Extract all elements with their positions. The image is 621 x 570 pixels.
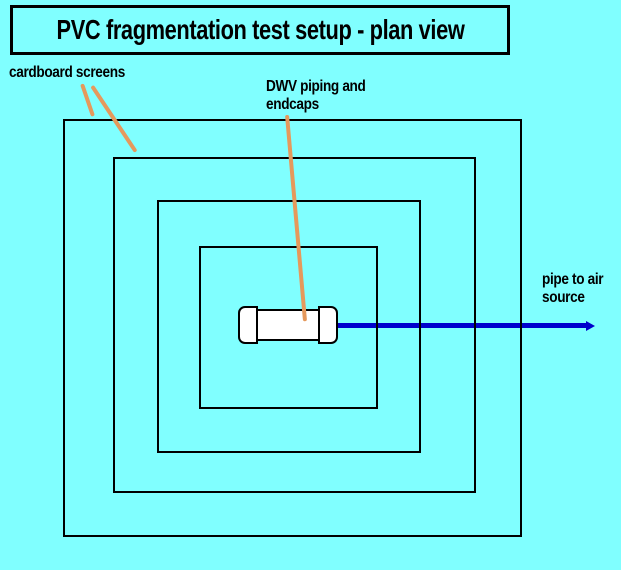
- air-source-label: pipe to air source: [542, 271, 614, 307]
- dwv-pipe-body: [255, 309, 322, 341]
- cardboard-screen-second: [113, 157, 476, 493]
- cardboard-screen-outer: [63, 119, 522, 537]
- dwv-piping-label-line2: endcaps: [266, 96, 319, 113]
- dwv-pipe-right-endcap: [318, 306, 338, 344]
- cardboard-screen-inner: [199, 246, 378, 409]
- air-supply-line-tip: [586, 320, 595, 331]
- air-source-label-line2: source: [542, 289, 585, 306]
- dwv-piping-label-line1: DWV piping and: [266, 78, 366, 95]
- cardboard-screen-third: [157, 200, 421, 453]
- page-title: PVC fragmentation test setup - plan view: [56, 14, 464, 45]
- dwv-piping-label: DWV piping and endcaps: [266, 78, 383, 114]
- title-box: PVC fragmentation test setup - plan view: [10, 5, 510, 55]
- dwv-pipe-left-endcap: [238, 306, 258, 344]
- cardboard-screens-label: cardboard screens: [9, 64, 145, 82]
- air-source-label-line1: pipe to air: [542, 271, 604, 288]
- air-supply-line: [334, 323, 586, 328]
- cardboard-screens-label-text: cardboard screens: [9, 64, 125, 81]
